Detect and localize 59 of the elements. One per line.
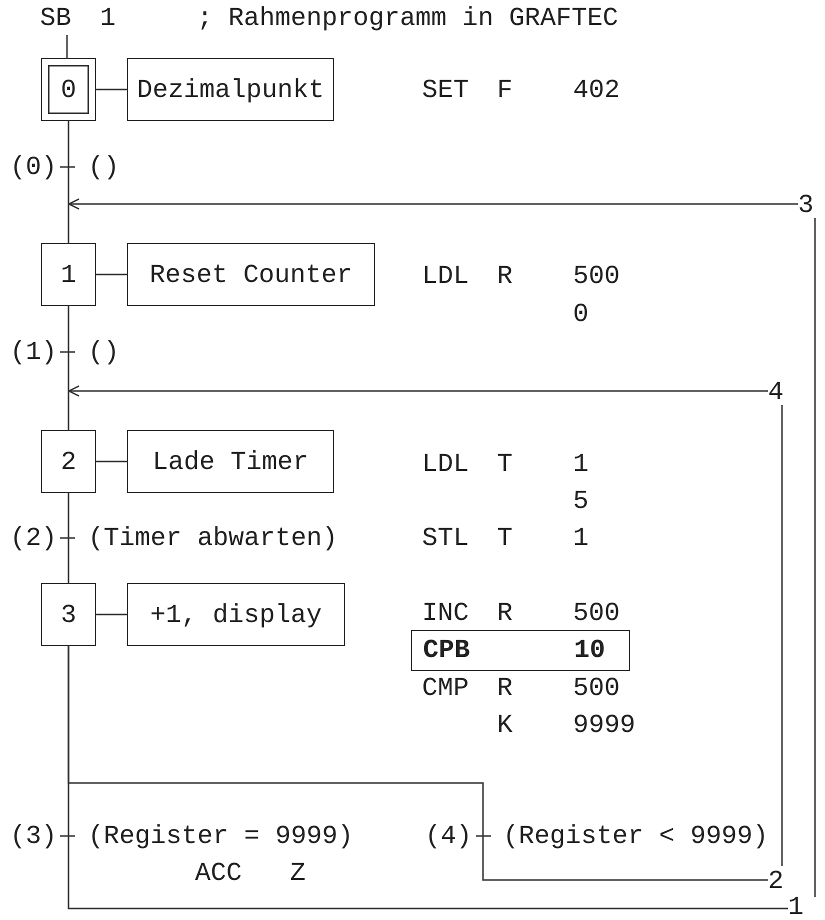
step-box: 2: [41, 430, 96, 493]
connector-line: [814, 218, 816, 897]
initial-step-box: 0: [41, 58, 96, 121]
connector-line: [96, 88, 127, 90]
connector-line: [96, 274, 127, 276]
code-text: 500: [573, 598, 620, 628]
code-text: F: [497, 75, 513, 105]
code-text: LDL: [422, 261, 469, 291]
action-box: Dezimalpunkt: [127, 58, 334, 121]
transition-label: (3): [10, 821, 57, 851]
code-text: 402: [573, 75, 620, 105]
block-name: 1: [100, 3, 116, 33]
code-text: 9999: [573, 710, 636, 740]
code-text: CMP: [422, 673, 469, 703]
code-text: SET: [422, 75, 469, 105]
connector-line: [68, 306, 70, 430]
code-text: T: [497, 449, 513, 479]
code-text: ACC: [195, 858, 242, 888]
connector-line: [68, 493, 70, 583]
code-text: INC: [422, 598, 469, 628]
connector-line: [96, 614, 127, 616]
code-text: K: [497, 710, 513, 740]
connector-line: [781, 405, 783, 866]
transition-condition: (Register = 9999): [88, 821, 354, 851]
action-box: Reset Counter: [127, 243, 375, 306]
code-text: R: [497, 261, 513, 291]
code-text: R: [497, 598, 513, 628]
code-text: R: [497, 673, 513, 703]
heading: ; Rahmenprogramm in GRAFTEC: [197, 3, 618, 33]
transition-label: (1): [10, 337, 57, 367]
code-text: 1: [573, 449, 589, 479]
transition-label: (2): [10, 523, 57, 553]
connector-line: [96, 460, 127, 462]
code-text: 10: [574, 635, 606, 665]
transition-condition: (Register < 9999): [503, 821, 768, 851]
transition-condition: (): [88, 337, 120, 367]
code-text: Z: [290, 858, 306, 888]
transition-label: (0): [10, 152, 57, 182]
transition-condition: (): [88, 152, 120, 182]
transition-label: (4): [425, 821, 472, 851]
code-text: 1: [573, 523, 589, 553]
step-box: 3: [41, 583, 96, 646]
connector-line: [68, 385, 768, 397]
action-box: Lade Timer: [127, 430, 334, 493]
transition-condition: (Timer abwarten): [88, 523, 338, 553]
connector-line: [68, 198, 798, 210]
step-box: 1: [41, 243, 96, 306]
connector-line: [68, 121, 70, 243]
highlighted-instruction-box: [411, 630, 630, 671]
code-text: 5: [573, 486, 589, 516]
action-box: +1, display: [127, 583, 345, 646]
code-text: T: [497, 523, 513, 553]
code-text: 0: [573, 299, 589, 329]
code-text: 500: [573, 673, 620, 703]
code-text: 500: [573, 261, 620, 291]
code-text: CPB: [423, 635, 470, 665]
block-name: SB: [40, 3, 72, 33]
code-text: STL: [422, 523, 469, 553]
code-text: LDL: [422, 449, 469, 479]
